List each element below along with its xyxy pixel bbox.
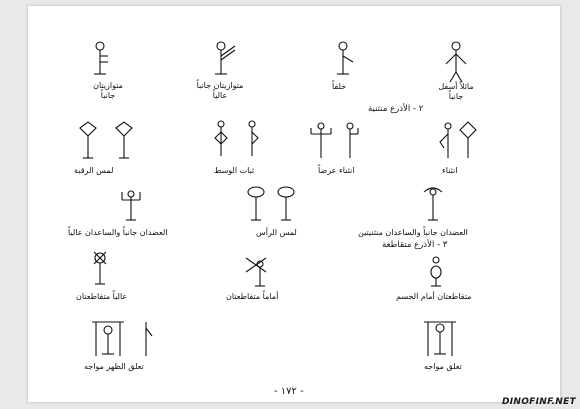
- page-number: - ١٧٢ -: [274, 386, 304, 397]
- section-title-bent-arms: ٢ - الأذرع منثنية: [368, 104, 424, 114]
- figure-bend: [439, 121, 477, 158]
- label-bend-sideways: انثناء عرضاً: [318, 166, 355, 175]
- book-page: متوازيتان جانباً متوازيتان جانباً عالياً…: [28, 6, 560, 402]
- label-upper-arms-side-forearms-bent: العضدان جانباً والساعدان منثنيتين: [358, 228, 468, 237]
- label-upper-arms-side-forearms-up: العضدان جانباً والساعدان عالياً: [68, 228, 168, 237]
- figure-hands-on-hips: [214, 120, 259, 156]
- label-arms-back: خلفاً: [331, 82, 347, 91]
- label-hang-facing: تعلق مواجه: [424, 362, 462, 371]
- label-arms-crossed-forward: أماماً متقاطعتان: [226, 292, 279, 301]
- label-back-hang-facing: تعلق الظهر مواجه: [84, 362, 144, 371]
- stick-figures-illustration: [79, 41, 477, 356]
- figure-arms-crossed-forward: [245, 257, 267, 287]
- figure-arms-crossed-up: [93, 251, 107, 285]
- figure-upper-arms-side-forearms-bent: [423, 187, 443, 221]
- figure-arms-crossed-front: [430, 256, 442, 287]
- figure-back-hang-facing: [92, 321, 153, 356]
- label-arms-parallel-side-up-2: عالياً: [212, 91, 228, 100]
- label-arms-crossed-up: عالياً متقاطعتان: [76, 292, 128, 301]
- figure-head-touch: [247, 186, 295, 221]
- figure-arms-parallel-side-up: [215, 41, 236, 75]
- label-bend: انثناء: [442, 166, 458, 175]
- figure-arms-parallel-side: [94, 41, 108, 75]
- section-title-crossed-arms: ٣ - الأذرع متقاطعة: [382, 240, 448, 250]
- label-arms-oblique-down-side-1: مائلاً أسفل: [438, 82, 474, 91]
- label-arms-crossed-front: متقاطعتان أمام الجسم: [396, 292, 472, 301]
- figure-arms-oblique-down-side: [445, 41, 467, 83]
- figure-neck-touch: [79, 121, 133, 159]
- label-arms-parallel-side-up-1: متوازيتان جانباً: [196, 81, 244, 90]
- watermark: DINOFINF.NET: [501, 397, 576, 407]
- figure-hang-facing: [424, 321, 456, 356]
- label-arms-parallel-side-1: متوازيتان: [93, 81, 123, 90]
- label-arms-parallel-side-2: جانباً: [100, 91, 116, 100]
- label-hands-on-hips: ثبات الوسط: [214, 166, 255, 175]
- figure-bend-sideways: [310, 122, 359, 158]
- figure-arms-back: [337, 41, 354, 75]
- label-head-touch: لمس الرأس: [256, 228, 297, 237]
- figure-upper-arms-side-forearms-up: [121, 190, 141, 221]
- label-neck-touch: لمس الرقبة: [74, 166, 114, 175]
- label-arms-oblique-down-side-2: جانباً: [448, 92, 464, 101]
